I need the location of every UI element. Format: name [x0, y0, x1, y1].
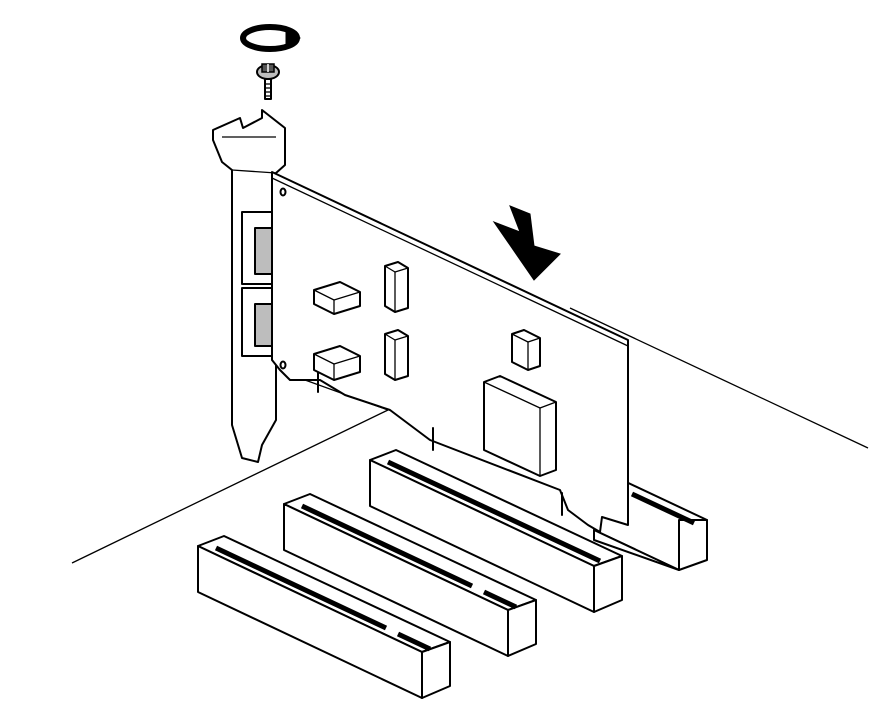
card-components: [313, 261, 557, 477]
expansion-slot-2: [283, 493, 537, 657]
component-block-1: [313, 281, 361, 315]
component-chip-1: [384, 261, 409, 313]
down-arrow-icon: [492, 205, 561, 281]
component-square-chip: [511, 329, 541, 371]
component-main-chip: [483, 375, 557, 477]
rotate-arrow-icon: [240, 24, 301, 52]
expansion-slot-3: [369, 449, 623, 613]
component-chip-2: [384, 329, 409, 381]
screw-icon: [256, 63, 280, 100]
component-block-2: [313, 345, 361, 381]
expansion-slot-1: [197, 535, 451, 699]
